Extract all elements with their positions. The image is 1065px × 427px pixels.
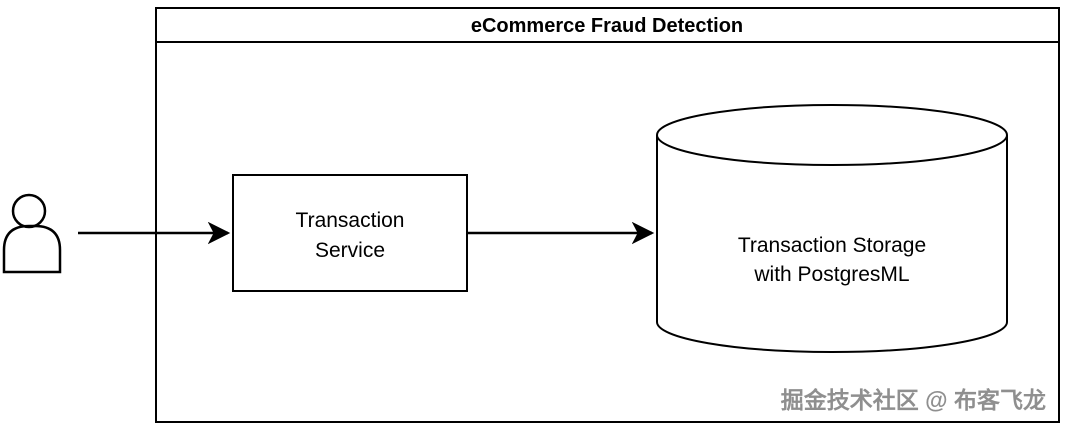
watermark-shadow-text: 掘金技术社区 @ 布客飞龙 bbox=[783, 389, 1048, 415]
database-cylinder-body bbox=[656, 135, 1008, 353]
storage-node-label-line1: Transaction Storage bbox=[738, 234, 926, 257]
service-node-label-line1: Transaction bbox=[296, 209, 405, 232]
person-body bbox=[2, 224, 62, 274]
storage-node: Transaction Storage with PostgresML bbox=[656, 104, 1008, 353]
person-icon bbox=[2, 193, 62, 274]
diagram-title: eCommerce Fraud Detection bbox=[471, 15, 743, 37]
person-head bbox=[11, 193, 47, 229]
storage-node-label-line2: with PostgresML bbox=[753, 263, 909, 286]
service-node-box bbox=[232, 174, 468, 292]
watermark: 掘金技术社区 @ 布客飞龙 掘金技术社区 @ 布客飞龙 bbox=[781, 387, 1048, 415]
watermark-text: 掘金技术社区 @ 布客飞龙 bbox=[781, 387, 1046, 413]
system-boundary-frame bbox=[155, 7, 1060, 423]
service-node: Transaction Service bbox=[232, 174, 468, 292]
database-cylinder-top bbox=[656, 104, 1008, 166]
service-node-label-line2: Service bbox=[315, 239, 385, 262]
